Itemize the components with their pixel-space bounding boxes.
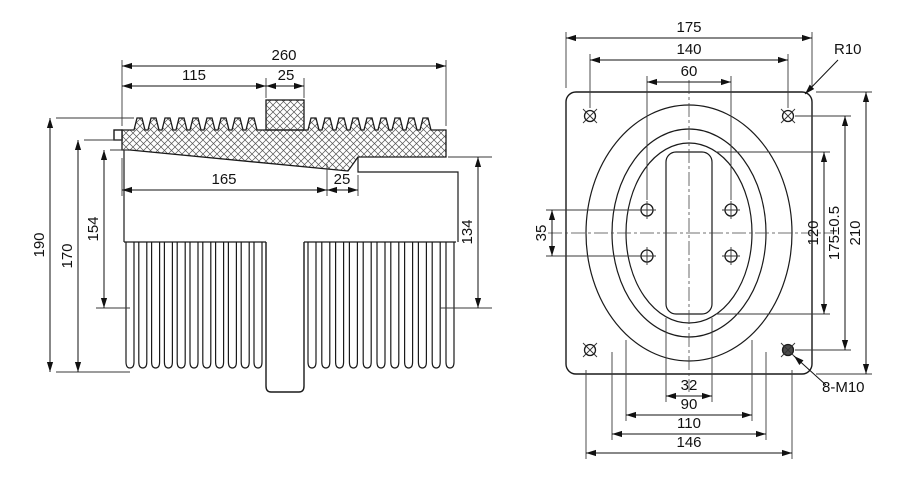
dim-window-height: 120	[805, 220, 822, 245]
dim-bolt-span-v: 175±0.5	[826, 206, 843, 260]
corner-bolt-holes	[582, 108, 796, 358]
side-view-extension-lines	[56, 60, 492, 373]
dim-total-width: 260	[271, 47, 296, 64]
inner-bolt-holes	[638, 201, 740, 265]
corrugated-top-band	[121, 117, 447, 172]
dim-plate-height: 210	[847, 220, 864, 245]
side-view-geometry	[113, 99, 459, 393]
left-lip	[113, 129, 123, 141]
front-view-dimensions: 175 140 60 R10 35 120 175±0.5 210 32 90 …	[533, 19, 870, 457]
right-box	[357, 157, 459, 242]
dim-boss-width: 25	[278, 67, 295, 84]
dim-window-width: 32	[681, 377, 698, 394]
side-view: 260 115 25 165 25 134 190 170 154	[31, 47, 492, 393]
r10-leader	[804, 59, 839, 95]
dim-corner-radius: R10	[834, 41, 862, 58]
dim-inner-bolt-span-v: 35	[533, 225, 550, 242]
dim-oval-width-mid: 110	[677, 415, 701, 432]
dim-oval-width-outer: 146	[676, 434, 701, 451]
dim-oval-width-inner: 90	[681, 396, 698, 413]
dim-top-width: 175	[676, 19, 701, 36]
side-view-dimensions: 260 115 25 165 25 134 190 170 154	[31, 47, 482, 372]
dim-step-width: 25	[334, 171, 351, 188]
dim-mid-height: 170	[59, 243, 76, 268]
dim-bolt-span-h: 140	[676, 41, 701, 58]
front-view-extension-lines	[546, 32, 872, 459]
front-view-geometry	[548, 80, 834, 392]
dim-cavity-width: 165	[211, 171, 236, 188]
right-fin-group	[307, 242, 455, 369]
dim-inner-bolt-span-h: 60	[681, 63, 698, 80]
left-fin-group	[125, 242, 263, 369]
hole-callout-leader	[793, 355, 827, 386]
dim-right-depth: 134	[459, 219, 476, 244]
dim-left-width: 115	[182, 67, 206, 84]
top-boss	[265, 99, 305, 131]
dim-total-height: 190	[31, 232, 48, 257]
dim-hole-callout: 8-M10	[822, 379, 865, 396]
dim-cavity-height: 154	[85, 216, 102, 241]
front-view: 175 140 60 R10 35 120 175±0.5 210 32 90 …	[533, 19, 872, 459]
center-tab	[265, 242, 305, 393]
